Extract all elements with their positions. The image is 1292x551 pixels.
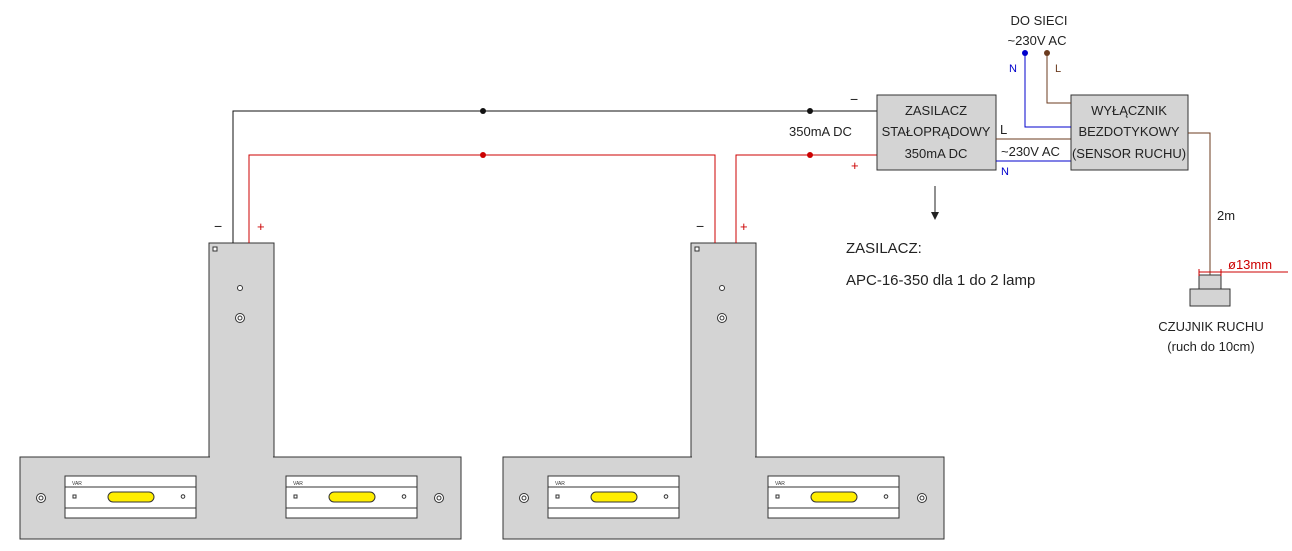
mains-label-1: DO SIECI: [1010, 13, 1067, 28]
mains-live-wire: [1046, 53, 1071, 104]
note-title: ZASILACZ:: [846, 240, 922, 257]
sensor-cable: [1188, 132, 1211, 278]
sensor-diameter-label: ø13mm: [1228, 257, 1272, 272]
dc-negative-wire: [232, 110, 877, 243]
negative-junction: [480, 108, 486, 114]
note-text: APC-16-350 dla 1 do 2 lamp: [846, 272, 1035, 289]
sensor-label-1: CZUJNIK RUCHU: [1158, 319, 1263, 334]
lamp-2-minus: −: [696, 218, 704, 234]
switch-label-1: WYŁĄCZNIK: [1091, 103, 1167, 118]
led-module: VAR: [285, 475, 418, 519]
dc-positive-wire: [248, 154, 877, 243]
mains-neutral-wire: [1024, 53, 1071, 128]
mains-n-label: N: [1009, 63, 1017, 75]
switch-label-3: (SENSOR RUCHU): [1072, 146, 1186, 161]
negative-junction: [807, 108, 813, 114]
psu-label-1: ZASILACZ: [905, 103, 967, 118]
output-current-label: 350mA DC: [789, 124, 852, 139]
output-minus: −: [850, 91, 858, 107]
lamp-2: VAR VAR − +: [502, 218, 945, 540]
module-badge: VAR: [293, 481, 303, 487]
power-supply-box: ZASILACZ STAŁOPRĄDOWY 350mA DC: [876, 94, 997, 171]
led-module: VAR: [64, 475, 197, 519]
cable-length-label: 2m: [1217, 208, 1235, 223]
positive-junction: [480, 152, 486, 158]
lamp-1-minus: −: [214, 218, 222, 234]
mains-label-2: ~230V AC: [1008, 33, 1067, 48]
psu-label-2: STAŁOPRĄDOWY: [882, 124, 991, 139]
psu-label-3: 350mA DC: [905, 146, 968, 161]
mains-l-label: L: [1055, 63, 1061, 75]
led-module: VAR: [547, 475, 680, 519]
output-plus: +: [851, 158, 859, 173]
motion-sensor: [1189, 269, 1288, 307]
module-badge: VAR: [555, 481, 565, 487]
arrow-down-icon: [931, 186, 939, 220]
led-module: VAR: [767, 475, 900, 519]
mid-n-label: N: [1001, 166, 1009, 178]
mid-l-label: L: [1000, 122, 1007, 137]
mains-neutral-terminal: [1022, 50, 1028, 56]
lamp-2-plus: +: [740, 219, 748, 234]
sensor-label-2: (ruch do 10cm): [1167, 339, 1254, 354]
touchless-switch-box: WYŁĄCZNIK BEZDOTYKOWY (SENSOR RUCHU): [1070, 94, 1189, 171]
lamp-1-plus: +: [257, 219, 265, 234]
mid-voltage-label: ~230V AC: [1001, 144, 1060, 159]
switch-label-2: BEZDOTYKOWY: [1078, 124, 1179, 139]
lamp-1: VAR VAR − +: [19, 218, 462, 540]
mains-live-terminal: [1044, 50, 1050, 56]
positive-junction: [807, 152, 813, 158]
module-badge: VAR: [775, 481, 785, 487]
module-badge: VAR: [72, 481, 82, 487]
